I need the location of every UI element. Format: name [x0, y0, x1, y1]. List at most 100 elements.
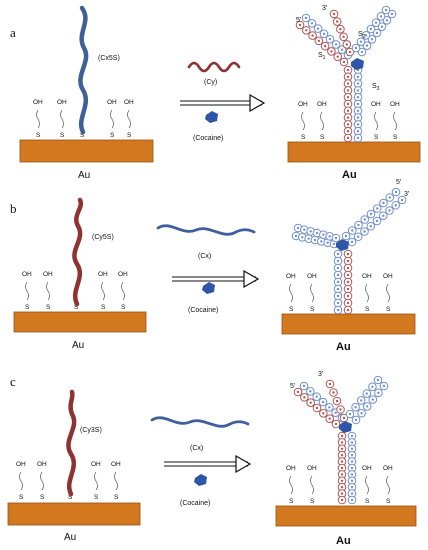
bead-blue-core	[350, 454, 354, 457]
s-a1: S	[36, 132, 41, 139]
bead-red-core	[309, 401, 312, 404]
bead-blue-core	[336, 294, 340, 298]
bead-red-core	[346, 287, 350, 291]
s1-label: S1	[318, 52, 326, 61]
bead-blue-core	[388, 196, 391, 199]
au-label-b-left: Au	[72, 340, 84, 351]
bead-red-core	[342, 35, 345, 38]
end-5-b: 5’	[396, 179, 402, 186]
bead-blue-core	[328, 406, 331, 409]
gold-surface-c-left	[7, 502, 141, 526]
bead-blue-core	[354, 418, 358, 422]
bead-blue-core	[336, 252, 340, 256]
bead-blue-core	[310, 22, 314, 25]
target-label-a: (Cocaine)	[193, 135, 223, 142]
bead-red-core	[303, 396, 306, 399]
bead-blue-core	[309, 390, 312, 393]
bead-blue-core	[328, 235, 331, 238]
s2-label: S2	[358, 31, 366, 40]
s-c5: S	[289, 498, 294, 505]
bead-blue-core	[328, 37, 332, 41]
bead-blue-core	[385, 19, 389, 22]
bead-blue-core	[336, 273, 340, 277]
bead-blue-core	[351, 229, 354, 232]
bead-blue-core	[336, 308, 340, 312]
oh-c7: OH	[362, 465, 372, 472]
bead-red-core	[340, 486, 344, 489]
bead-red-core	[340, 492, 344, 495]
aptamer-complex-a	[295, 5, 397, 143]
au-label-c-right: Au	[336, 535, 351, 547]
bead-blue-core	[336, 301, 340, 305]
oh-a3: OH	[107, 99, 117, 106]
bead-blue-core	[356, 102, 360, 106]
bead-blue-core	[394, 204, 397, 207]
bead-red-core	[339, 28, 342, 31]
end-3-b: 3’	[404, 191, 410, 198]
thiol-linkers-a-right	[301, 111, 397, 131]
bead-red-core	[340, 447, 344, 450]
oh-b7: OH	[362, 273, 372, 280]
bead-blue-core	[350, 447, 354, 450]
bead-blue-core	[356, 109, 360, 113]
end-5-c: 5’	[290, 383, 296, 390]
s-b5: S	[289, 306, 294, 313]
gold-surface-a-left	[19, 139, 154, 163]
oh-c1: OH	[16, 461, 26, 468]
bead-blue-core	[320, 240, 323, 243]
bead-red-core	[345, 43, 348, 46]
bead-red-core	[305, 29, 308, 32]
bead-blue-core	[388, 209, 391, 212]
bead-blue-core	[350, 498, 354, 502]
thiol-linkers-c-right	[289, 475, 390, 495]
oh-b3: OH	[98, 271, 108, 278]
bead-blue-core	[369, 225, 372, 228]
bead-red-core	[346, 82, 350, 85]
probe-label-b: (Cy5S)	[92, 234, 114, 241]
bead-red-core	[336, 20, 339, 23]
bead-red-core	[323, 44, 327, 48]
bead-blue-core	[360, 412, 363, 415]
thiol-linkers-c-left	[19, 471, 118, 491]
bead-blue-core	[356, 130, 360, 133]
bead-red-core	[328, 417, 331, 420]
panel-c: c Au OH OH OH OH S S S S S (Cy3S) (Cx) (…	[7, 371, 417, 547]
bead-red-core	[311, 34, 314, 37]
bead-red-core	[346, 266, 350, 270]
bead-blue-core	[294, 234, 298, 238]
oh-c4: OH	[111, 461, 121, 468]
oh-c6: OH	[307, 465, 317, 472]
bead-blue-core	[371, 385, 374, 388]
end-3-a: 3’	[322, 5, 328, 12]
oh-b5: OH	[286, 273, 296, 280]
bead-blue-core	[350, 492, 354, 495]
cocaine-icon	[205, 111, 218, 123]
bead-red-core	[340, 441, 344, 444]
bead-blue-core	[382, 201, 385, 205]
bead-blue-core	[360, 399, 363, 402]
bead-blue-core	[326, 241, 329, 244]
bead-blue-core	[296, 226, 300, 230]
bead-red-core	[346, 68, 350, 72]
oh-b1: OH	[22, 271, 32, 278]
bead-red-core	[346, 130, 350, 133]
s-b-probe: S	[74, 304, 79, 311]
oh-b8: OH	[383, 273, 393, 280]
s-a6: S	[320, 134, 325, 141]
bead-blue-core	[357, 223, 360, 227]
s-c8: S	[386, 498, 391, 505]
bead-blue-core	[344, 234, 348, 238]
thiol-linkers-b-right	[289, 283, 390, 303]
bead-blue-core	[354, 46, 358, 50]
s-b8: S	[386, 306, 391, 313]
bead-blue-core	[348, 412, 352, 416]
bead-blue-core	[382, 214, 385, 217]
partner-label-b: (Cx)	[198, 253, 211, 260]
s-c7: S	[365, 498, 370, 505]
bead-blue-core	[390, 12, 394, 16]
panel-b: b Au OH OH OH OH S S S S S (Cy5S) (Cx) (…	[10, 179, 416, 353]
bead-red-core	[346, 75, 350, 79]
bead-red-core	[346, 102, 350, 106]
gold-surface-c-right	[275, 505, 417, 527]
